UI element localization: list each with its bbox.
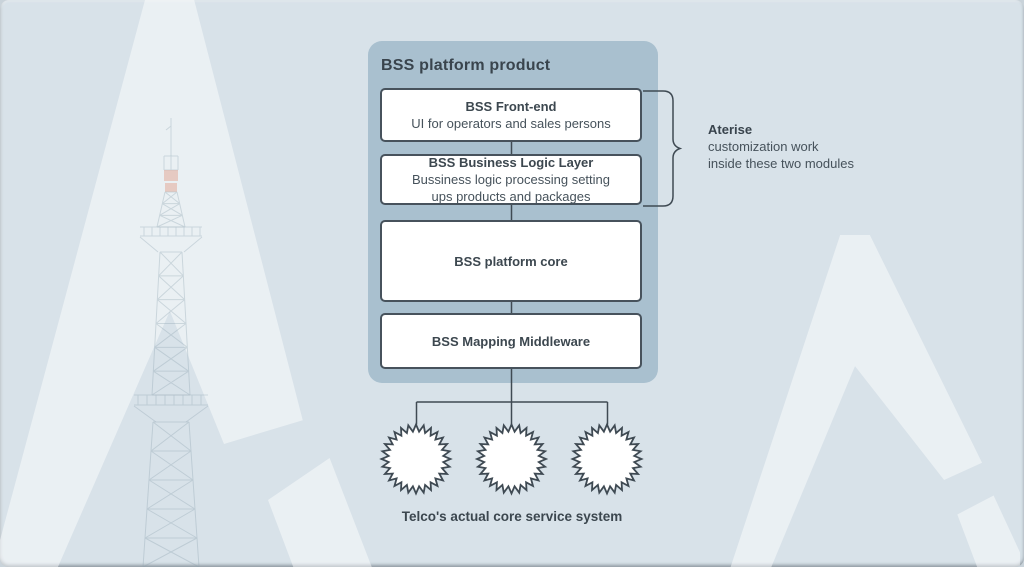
module-subtitle: UI for operators and sales persons — [411, 116, 611, 131]
module-box-mapping-middleware: BSS Mapping Middleware — [380, 313, 642, 369]
core-system-starburst-icon — [570, 422, 644, 496]
module-title: BSS Front-end — [465, 99, 557, 114]
core-system-starburst-icon — [474, 422, 549, 496]
tower-beacon — [164, 170, 178, 181]
annotation: Aterise customization work inside these … — [708, 121, 928, 172]
module-title: BSS Business Logic Layer — [428, 155, 594, 170]
module-box-platform-core: BSS platform core — [380, 220, 642, 302]
module-title: BSS platform core — [454, 253, 568, 269]
bottom-label: Telco's actual core service system — [401, 509, 623, 524]
tower-beacon — [165, 183, 177, 192]
annotation-line: inside these two modules — [708, 156, 854, 171]
annotation-title: Aterise — [708, 122, 753, 137]
module-subtitle: ups products and packages — [431, 189, 591, 204]
module-subtitle: Bussiness logic processing setting — [412, 172, 610, 187]
panel-title: BSS platform product — [381, 57, 551, 74]
annotation-line: customization work — [708, 139, 819, 154]
module-title: BSS Mapping Middleware — [431, 333, 591, 349]
bss-platform-panel: BSS platform product BSS Front-end UI fo… — [368, 41, 658, 383]
aterise-a-watermark-left — [0, 0, 372, 567]
aterise-a-watermark-right — [730, 235, 1020, 567]
radio-tower-illustration — [133, 118, 209, 567]
module-box-front-end: BSS Front-end UI for operators and sales… — [380, 88, 642, 142]
module-box-business-logic: BSS Business Logic Layer Bussiness logic… — [380, 154, 642, 205]
core-system-starburst-icon — [379, 422, 453, 496]
